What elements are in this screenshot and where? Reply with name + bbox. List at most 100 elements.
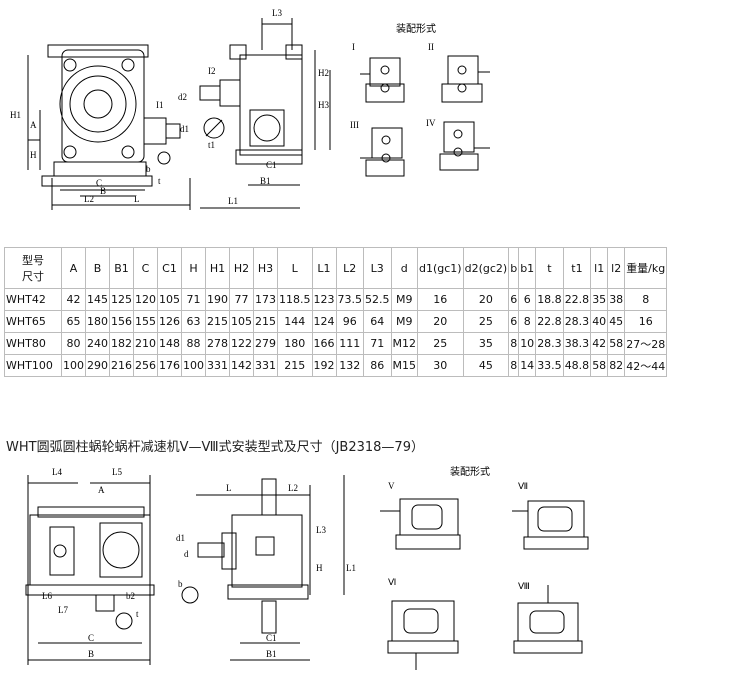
- table-cell: 80: [61, 332, 86, 355]
- table-cell: 96: [335, 310, 364, 333]
- table-cell: 8: [508, 332, 520, 355]
- dim-H1: H1: [10, 110, 21, 120]
- table-cell: 40: [590, 310, 609, 333]
- table-cell: 22.8: [562, 288, 592, 311]
- table-cell: 176: [157, 354, 182, 377]
- dim-L1: L1: [228, 196, 238, 206]
- bottom-drawing-svg: L4 L5 A L6 L7 b2 t C B L L2 d1 d b L3 H …: [25, 465, 589, 670]
- header-col: L1: [311, 247, 337, 289]
- table-cell: 215: [205, 310, 230, 333]
- table-cell: 190: [205, 288, 230, 311]
- table-cell: 111: [335, 332, 364, 355]
- dim-B1: B1: [260, 176, 271, 186]
- header-col: L: [277, 247, 313, 289]
- bottom-front-view: [25, 475, 155, 665]
- table-cell: 88: [181, 332, 206, 355]
- table-cell: 25: [462, 310, 510, 333]
- header-col: B: [85, 247, 110, 289]
- dim-B1-bottom: B1: [266, 649, 277, 659]
- table-cell: 77: [229, 288, 254, 311]
- header-col: l2: [607, 247, 626, 289]
- table-cell: 86: [363, 354, 392, 377]
- model-cell: WHT42: [4, 288, 62, 311]
- dim-b2: b2: [126, 591, 135, 601]
- roman-VIII: Ⅷ: [518, 581, 530, 591]
- dim-L7: L7: [58, 605, 68, 615]
- header-col: b1: [518, 247, 537, 289]
- dim-C-bottom: C: [88, 633, 94, 643]
- dim-d2: d2: [178, 92, 187, 102]
- table-cell: 122: [229, 332, 254, 355]
- front-view: [27, 44, 191, 210]
- table-cell: 73.5: [335, 288, 364, 311]
- roman-VII: Ⅶ: [518, 481, 528, 491]
- dim-L3: L3: [272, 8, 282, 18]
- dim-d-bottom: d: [184, 549, 189, 559]
- mounting-forms-top: [360, 55, 490, 177]
- dim-L-bottom: L: [226, 483, 232, 493]
- dim-L6: L6: [42, 591, 52, 601]
- table-cell: 42: [590, 332, 609, 355]
- model-cell: WHT65: [4, 310, 62, 333]
- table-cell: 215: [253, 310, 278, 333]
- dim-I1: I1: [156, 100, 164, 110]
- table-cell: 180: [85, 310, 110, 333]
- table-cell: 35: [462, 332, 510, 355]
- table-cell: 8: [624, 288, 668, 311]
- bottom-side-view: [181, 475, 345, 661]
- header-col: H: [181, 247, 206, 289]
- table-cell: 290: [85, 354, 110, 377]
- dim-C1: C1: [266, 160, 277, 170]
- header-col: A: [61, 247, 86, 289]
- table-cell: 8: [508, 354, 520, 377]
- table-cell: 42～44: [624, 354, 668, 377]
- header-col: t1: [562, 247, 592, 289]
- table-cell: 20: [417, 310, 464, 333]
- table-cell: 216: [109, 354, 134, 377]
- table-cell: M9: [390, 310, 418, 333]
- table-cell: 105: [157, 288, 182, 311]
- dim-H: H: [30, 150, 37, 160]
- table-cell: 25: [417, 332, 464, 355]
- roman-III: III: [350, 120, 359, 130]
- table-cell: 256: [133, 354, 158, 377]
- header-col: L2: [335, 247, 364, 289]
- table-cell: 142: [229, 354, 254, 377]
- table-cell: 35: [590, 288, 609, 311]
- table-cell: 210: [133, 332, 158, 355]
- dim-H-bottom: H: [316, 563, 323, 573]
- table-cell: 278: [205, 332, 230, 355]
- table-cell: 240: [85, 332, 110, 355]
- dim-H2: H2: [318, 68, 329, 78]
- table-cell: 6: [508, 288, 520, 311]
- table-cell: 14: [518, 354, 537, 377]
- dim-B-bottom: B: [88, 649, 94, 659]
- dim-d1-bottom: d1: [176, 533, 185, 543]
- dim-A: A: [30, 120, 37, 130]
- table-cell: 28.3: [535, 332, 564, 355]
- table-cell: 100: [61, 354, 86, 377]
- table-cell: 58: [607, 332, 626, 355]
- table-cell: 120: [133, 288, 158, 311]
- table-cell: 38.3: [562, 332, 592, 355]
- table-cell: 105: [229, 310, 254, 333]
- table-cell: 132: [335, 354, 364, 377]
- dim-A-bottom: A: [98, 485, 105, 495]
- dim-B: B: [100, 186, 106, 196]
- table-cell: 64: [363, 310, 392, 333]
- assembly-title-bottom: 装配形式: [450, 465, 490, 478]
- table-cell: 156: [109, 310, 134, 333]
- dim-H3: H3: [318, 100, 329, 110]
- mounting-forms-bottom: [380, 498, 589, 670]
- dim-I2: I2: [208, 66, 216, 76]
- header-col: B1: [109, 247, 134, 289]
- table-cell: 33.5: [535, 354, 564, 377]
- table-cell: 28.3: [562, 310, 592, 333]
- dim-d1: d1: [180, 124, 189, 134]
- table-cell: M15: [390, 354, 418, 377]
- dim-L1-bottom: L1: [346, 563, 356, 573]
